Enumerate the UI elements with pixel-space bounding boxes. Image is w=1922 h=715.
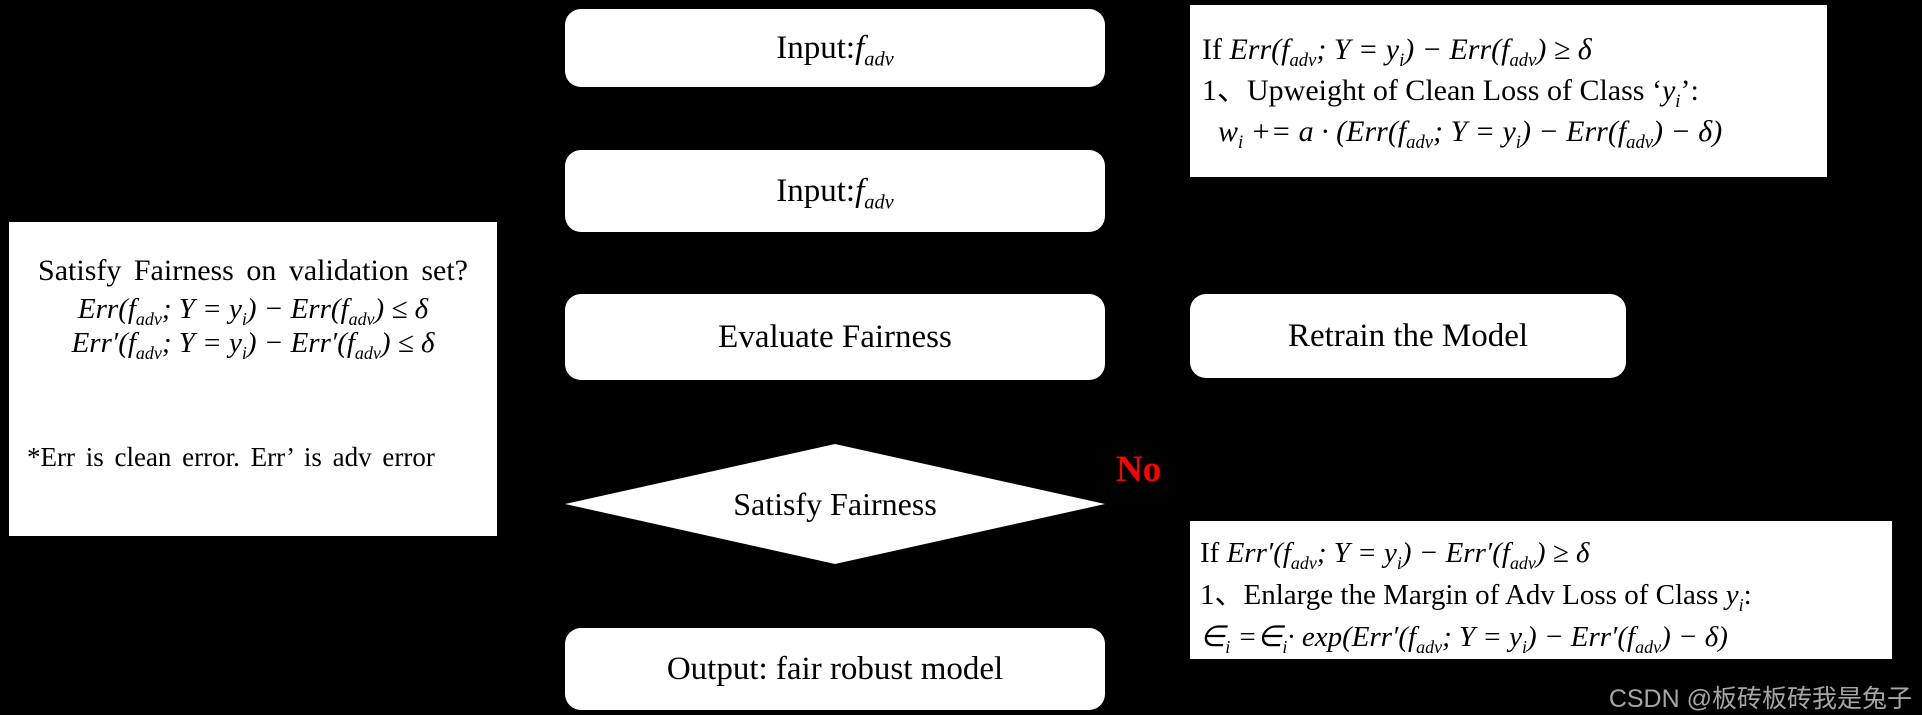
satisfy-fairness-decision: Satisfy Fairness — [565, 444, 1105, 564]
validation-question: Satisfy Fairness on validation set? — [38, 254, 468, 287]
retrain-model-label: Retrain the Model — [1287, 317, 1529, 354]
enlarge-action-line: 1、Enlarge the Margin of Adv Loss of Clas… — [1200, 574, 1892, 616]
enlarge-action-text: 1、Enlarge the Margin of Adv Loss of Clas… — [1200, 579, 1726, 611]
enlarge-condition-line: If Err′(fadv; Y = yi) − Err′(fadv) ≥ δ — [1200, 532, 1892, 574]
input-node-2-label: Input: — [776, 172, 856, 209]
input-node-2: Input:fadv — [565, 150, 1105, 232]
upweight-condition-math: Err(fadv; Y = yi) − Err(fadv) ≥ δ — [1229, 33, 1592, 71]
upweight-if-prefix: If — [1202, 33, 1230, 66]
enlarge-margin-rule-box: If Err′(fadv; Y = yi) − Err′(fadv) ≥ δ 1… — [1190, 521, 1892, 659]
satisfy-fairness-label: Satisfy Fairness — [733, 485, 937, 522]
evaluate-fairness-label: Evaluate Fairness — [718, 318, 952, 355]
enlarge-if-prefix: If — [1200, 537, 1227, 569]
retrain-model-node: Retrain the Model — [1190, 294, 1626, 378]
input-node-1: Input: fadv — [565, 9, 1105, 87]
error-definition-footnote: *Err is clean error. Err’ is adv error — [27, 442, 435, 472]
evaluate-fairness-node: Evaluate Fairness — [565, 294, 1105, 380]
input-node-2-math: fadv — [855, 172, 894, 214]
input-node-1-math: fadv — [855, 29, 894, 71]
input-node-1-label: Input: — [776, 29, 856, 66]
clean-error-formula: Err(fadv; Y = yi) − Err(fadv) ≤ δ — [77, 293, 429, 329]
upweight-action-line: 1、Upweight of Clean Loss of Class ‘yi’: — [1202, 70, 1827, 111]
output-node: Output: fair robust model — [565, 628, 1105, 710]
upweight-action-suffix: ’: — [1680, 74, 1699, 107]
no-branch-label: No — [1116, 449, 1162, 490]
enlarge-class-math: yi — [1725, 579, 1744, 615]
upweight-condition-line: If Err(fadv; Y = yi) − Err(fadv) ≥ δ — [1202, 29, 1827, 70]
upweight-class-math: yi — [1661, 74, 1681, 112]
enlarge-condition-math: Err′(fadv; Y = yi) − Err′(fadv) ≥ δ — [1226, 537, 1590, 573]
adv-error-formula: Err′(fadv; Y = yi) − Err′(fadv) ≤ δ — [71, 327, 435, 363]
validation-criteria-box: Satisfy Fairness on validation set? Err(… — [9, 222, 497, 536]
upweight-action-text: 1、Upweight of Clean Loss of Class ‘ — [1202, 74, 1662, 107]
upweight-update-formula: wi += a · (Err(fadv; Y = yi) − Err(fadv)… — [1218, 115, 1723, 153]
enlarge-action-suffix: : — [1743, 579, 1752, 611]
enlarge-update-formula: ∈i =∈i· exp(Err′(fadv; Y = yi) − Err′(fa… — [1200, 621, 1728, 657]
upweight-rule-box: If Err(fadv; Y = yi) − Err(fadv) ≥ δ 1、U… — [1190, 5, 1827, 177]
csdn-watermark: CSDN @板砖板砖我是兔子 — [1608, 685, 1912, 713]
output-node-label: Output: fair robust model — [666, 650, 1004, 687]
